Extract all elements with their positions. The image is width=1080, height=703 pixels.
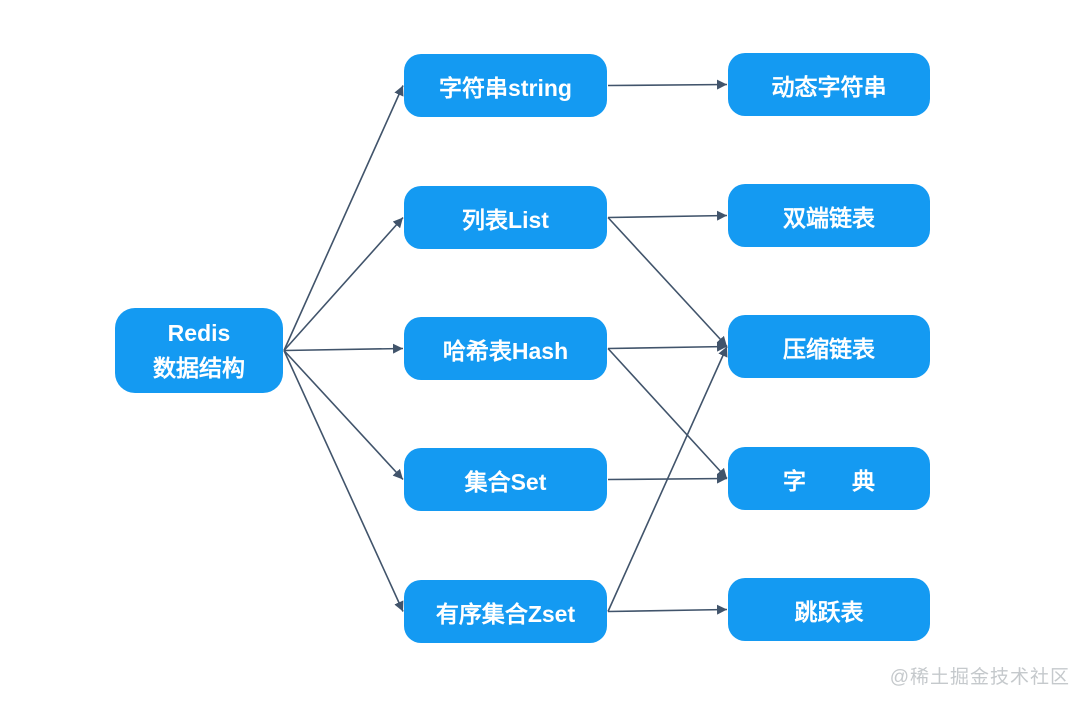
node-label: 动态字符串 — [771, 73, 887, 100]
edge-redis-to-string — [283, 85, 404, 351]
node-set: 集合Set — [404, 448, 607, 511]
edge-redis-to-hash — [283, 343, 404, 354]
node-dict: 字 典 — [728, 447, 930, 510]
node-label: 双端链表 — [783, 204, 875, 231]
node-dynamic-string: 动态字符串 — [728, 53, 930, 116]
watermark: @稀土掘金技术社区 — [889, 667, 1070, 688]
node-zset: 有序集合Zset — [404, 580, 607, 643]
edge-zset-to-ziplist — [607, 346, 728, 612]
node-label: 压缩链表 — [783, 335, 875, 362]
edge-list-to-ziplist — [607, 216, 728, 348]
edge-redis-to-zset — [283, 350, 404, 612]
edge-string-to-sds — [607, 79, 728, 90]
edge-redis-to-set — [283, 349, 404, 481]
node-redis-data-structures: Redis 数据结构 — [115, 308, 283, 393]
edge-set-to-dict — [607, 473, 728, 484]
node-label: 集合Set — [464, 468, 547, 495]
node-label: Redis 数据结构 — [153, 320, 245, 381]
node-string: 字符串string — [404, 54, 607, 117]
edge-zset-to-skiplist — [607, 604, 728, 615]
node-hash: 哈希表Hash — [404, 317, 607, 380]
node-doubly-linked-list: 双端链表 — [728, 184, 930, 247]
edge-hash-to-dict — [607, 347, 728, 480]
node-label: 字符串string — [439, 74, 572, 101]
edge-redis-to-list — [283, 216, 404, 352]
node-label: 字 典 — [783, 467, 875, 494]
node-label: 列表List — [462, 206, 549, 233]
node-label: 哈希表Hash — [442, 337, 569, 364]
edge-hash-to-ziplist — [607, 341, 728, 352]
node-label: 有序集合Zset — [435, 600, 576, 627]
edge-list-to-linkedlist — [607, 210, 728, 221]
node-ziplist: 压缩链表 — [728, 315, 930, 378]
node-label: 跳跃表 — [794, 598, 864, 625]
node-list: 列表List — [404, 186, 607, 249]
node-skiplist: 跳跃表 — [728, 578, 930, 641]
